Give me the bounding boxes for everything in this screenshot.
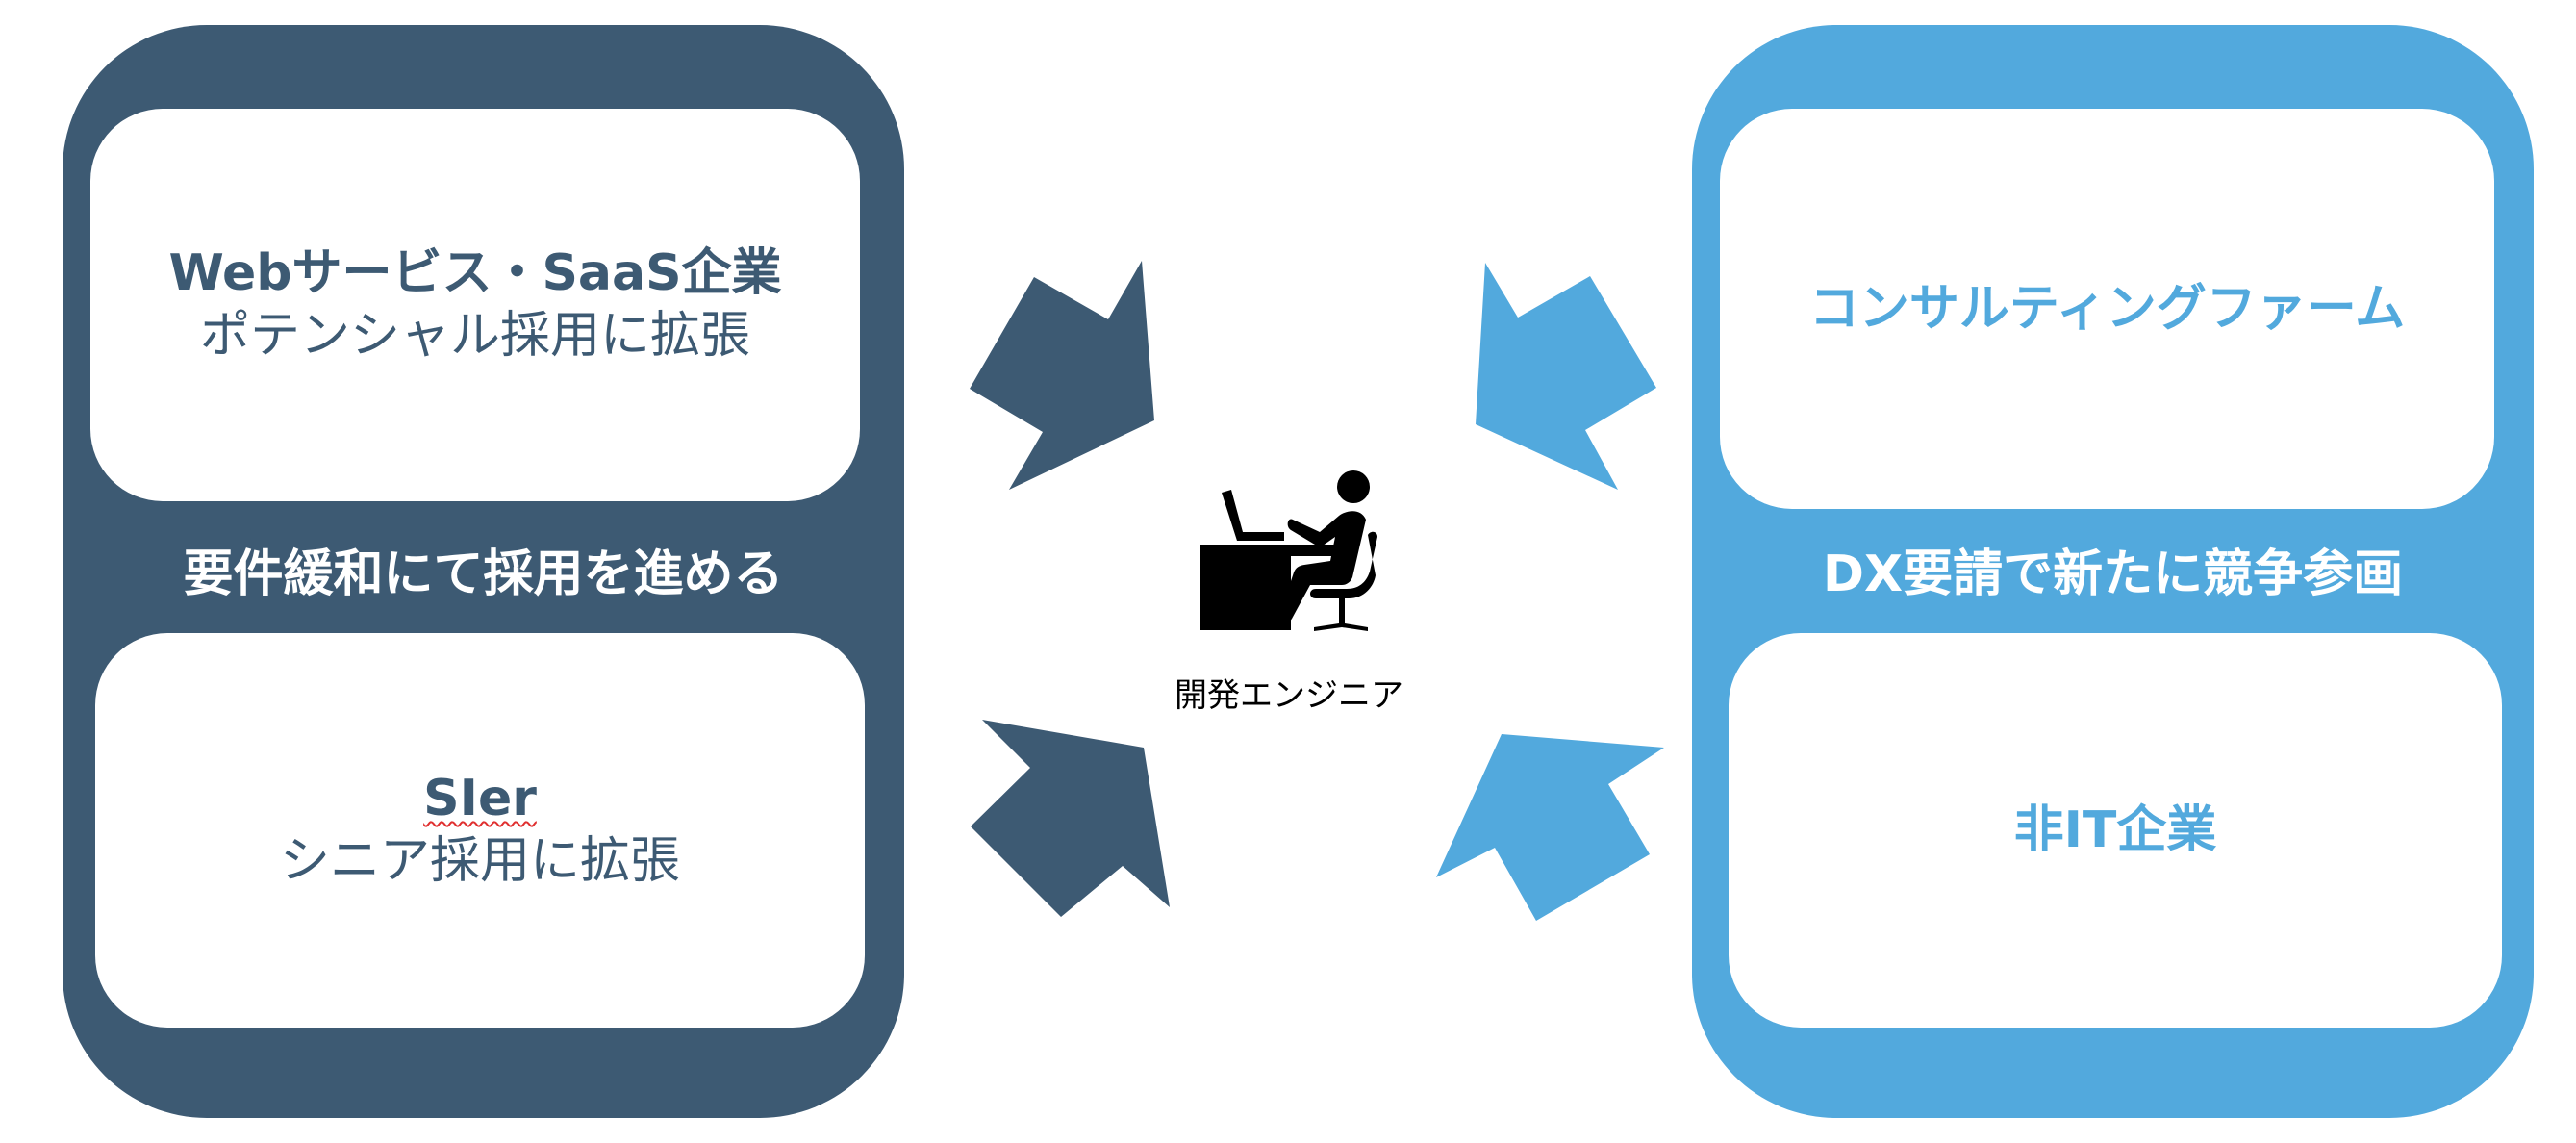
arrow-bottom-right-icon (1436, 734, 1664, 921)
right-middle-caption: DX要請で新たに競争参画 (1822, 546, 2404, 603)
consulting-title: コンサルティングファーム (1808, 279, 2406, 338)
consulting-box: コンサルティングファーム (1720, 109, 2494, 509)
web-saas-box: Webサービス・SaaS企業 ポテンシャル採用に拡張 (90, 109, 860, 501)
sier-title: SIer (423, 770, 537, 827)
left-middle-caption: 要件緩和にて採用を進める (183, 546, 784, 603)
developer-engineer-label: 開発エンジニア (1174, 676, 1403, 715)
left-group-panel: Webサービス・SaaS企業 ポテンシャル採用に拡張 要件緩和にて採用を進める … (63, 25, 904, 1118)
web-saas-title: Webサービス・SaaS企業 (168, 244, 782, 302)
arrow-top-left-icon (970, 261, 1154, 490)
sier-subtitle: シニア採用に拡張 (279, 832, 680, 890)
non-it-box: 非IT企業 (1729, 633, 2502, 1028)
sier-box: SIer シニア採用に拡張 (95, 633, 865, 1028)
right-group-panel: コンサルティングファーム DX要請で新たに競争参画 非IT企業 (1692, 25, 2534, 1118)
arrow-top-right-icon (1476, 263, 1656, 490)
engineer-at-desk-icon (1200, 470, 1377, 631)
arrow-bottom-left-icon (971, 720, 1170, 917)
web-saas-subtitle: ポテンシャル採用に拡張 (199, 307, 750, 365)
non-it-title: 非IT企業 (2013, 800, 2217, 859)
